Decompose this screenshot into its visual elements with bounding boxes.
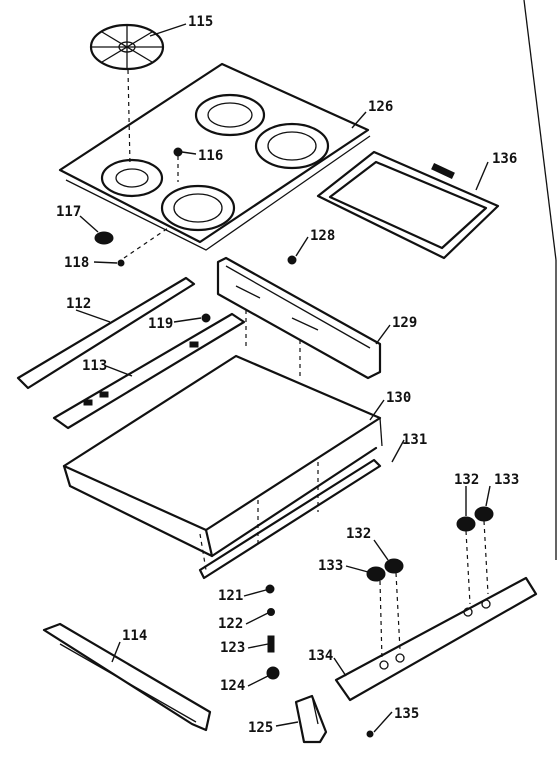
back-panel-129 (216, 256, 382, 380)
cooktop-126 (58, 62, 371, 251)
grommet-117 (94, 231, 114, 245)
label-136: 136 (492, 151, 517, 167)
label-114: 114 (122, 628, 147, 644)
guide-line (465, 530, 471, 605)
label-116: 116 (198, 148, 223, 164)
guide-line (395, 572, 401, 651)
label-133-right: 133 (494, 472, 519, 488)
label-132-center: 132 (346, 526, 371, 542)
channel-131 (198, 458, 382, 580)
label-121: 121 (218, 588, 243, 604)
label-117: 117 (56, 204, 81, 220)
burner-grate-115 (89, 23, 165, 71)
guide-line (199, 533, 207, 571)
edge-line (523, 0, 557, 261)
screw-116 (173, 147, 183, 157)
knob-pair-right (456, 506, 494, 532)
label-124: 124 (220, 678, 245, 694)
guide-line (379, 580, 383, 661)
washer-122 (267, 608, 275, 616)
nut-121 (265, 584, 275, 594)
guide-line (123, 227, 169, 259)
label-132-right: 132 (454, 472, 479, 488)
label-130: 130 (386, 390, 411, 406)
label-113: 113 (82, 358, 107, 374)
screw-118 (117, 259, 125, 267)
label-129: 129 (392, 315, 417, 331)
label-128: 128 (310, 228, 335, 244)
bracket-114 (42, 622, 212, 732)
screw-128 (287, 255, 297, 265)
cap-125 (294, 694, 328, 744)
label-135: 135 (394, 706, 419, 722)
label-115: 115 (188, 14, 213, 30)
guide-line (483, 520, 489, 595)
label-125: 125 (248, 720, 273, 736)
screw-135 (366, 730, 374, 738)
screw-119 (201, 313, 211, 323)
burner-box-130 (62, 354, 383, 558)
label-122: 122 (218, 616, 243, 632)
trim-strip-112 (16, 276, 196, 390)
guide-line (127, 69, 131, 166)
control-strip-113 (52, 312, 246, 430)
label-134: 134 (308, 648, 333, 664)
knob-124 (266, 666, 280, 680)
label-118: 118 (64, 255, 89, 271)
knob-pair-center (366, 558, 404, 582)
spring-123 (267, 635, 275, 653)
label-119: 119 (148, 316, 173, 332)
label-126: 126 (368, 99, 393, 115)
label-133-center: 133 (318, 558, 343, 574)
label-123: 123 (220, 640, 245, 656)
leader-lines (75, 23, 491, 733)
frame-136 (316, 150, 500, 260)
label-131: 131 (402, 432, 427, 448)
control-rail-134 (334, 576, 538, 702)
label-112: 112 (66, 296, 91, 312)
